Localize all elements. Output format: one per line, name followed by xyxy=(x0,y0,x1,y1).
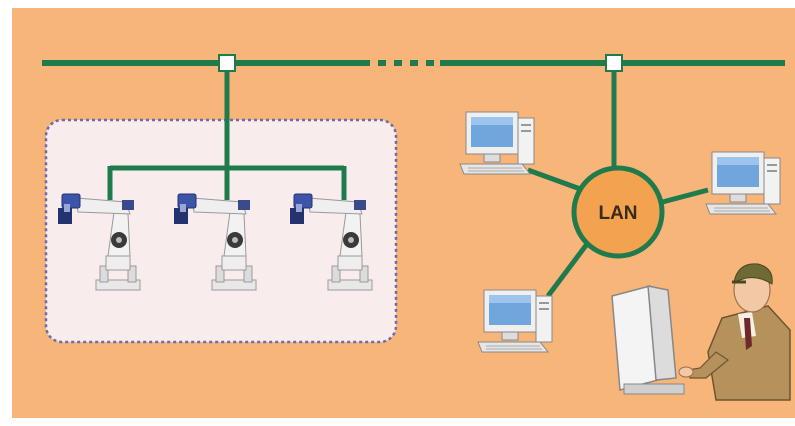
robot-branch-lines xyxy=(107,63,347,200)
junction-node-robots xyxy=(218,54,236,72)
desktop-computer xyxy=(477,289,553,353)
junction-node-lan xyxy=(605,54,623,72)
desktop-computer xyxy=(459,111,535,175)
operator-workstation xyxy=(611,263,791,401)
lan-spokes xyxy=(527,167,709,298)
lan-hub-label: LAN xyxy=(598,203,637,224)
desktop-computer xyxy=(705,151,781,215)
lan-hub: LAN xyxy=(571,165,665,259)
